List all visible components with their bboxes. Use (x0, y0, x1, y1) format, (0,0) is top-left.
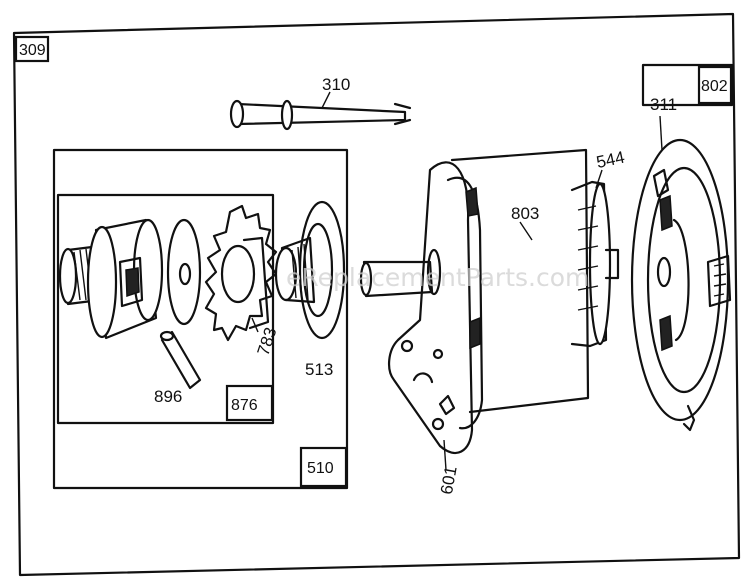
clutch-label: 513 (305, 360, 333, 379)
frame-label-box (14, 35, 50, 63)
cover-label-box (697, 65, 733, 105)
clutch-part (274, 200, 346, 340)
outer-frame (12, 12, 741, 577)
armature-gear-leader (595, 169, 603, 189)
threaded-spring-part (58, 244, 102, 306)
drive-kit-label-box (299, 446, 348, 488)
end-cover-part (630, 138, 732, 432)
pinion-leader (251, 317, 259, 333)
nut-leader (659, 115, 663, 151)
rod-leader (321, 91, 331, 109)
washer-part (166, 218, 202, 326)
bracket-leader (443, 439, 447, 471)
watermark-text: eReplacementParts.com (286, 263, 589, 292)
roll-pin-part (159, 330, 202, 390)
roll-pin-label: 896 (154, 387, 182, 406)
drive-sub-label-box (225, 384, 274, 422)
rod-label: 310 (322, 75, 350, 94)
cover-label: 802 (701, 78, 728, 95)
pinion-gear-part (204, 204, 278, 342)
frame-label: 309 (19, 42, 46, 59)
drive-housing-part (86, 218, 164, 340)
drive-sub-label: 876 (231, 397, 258, 414)
motor-part (359, 148, 590, 454)
motor-leader (519, 221, 533, 241)
motor-label: 803 (511, 204, 539, 223)
drive-sub-box (56, 193, 275, 425)
armature-gear-label: 544 (595, 148, 627, 172)
drive-kit-box (52, 148, 349, 490)
nut-label: 311 (650, 95, 677, 114)
bracket-label: 601 (437, 465, 461, 496)
drive-kit-label: 510 (307, 460, 334, 477)
rod-part (229, 99, 412, 131)
armature-gear-part (570, 180, 620, 348)
